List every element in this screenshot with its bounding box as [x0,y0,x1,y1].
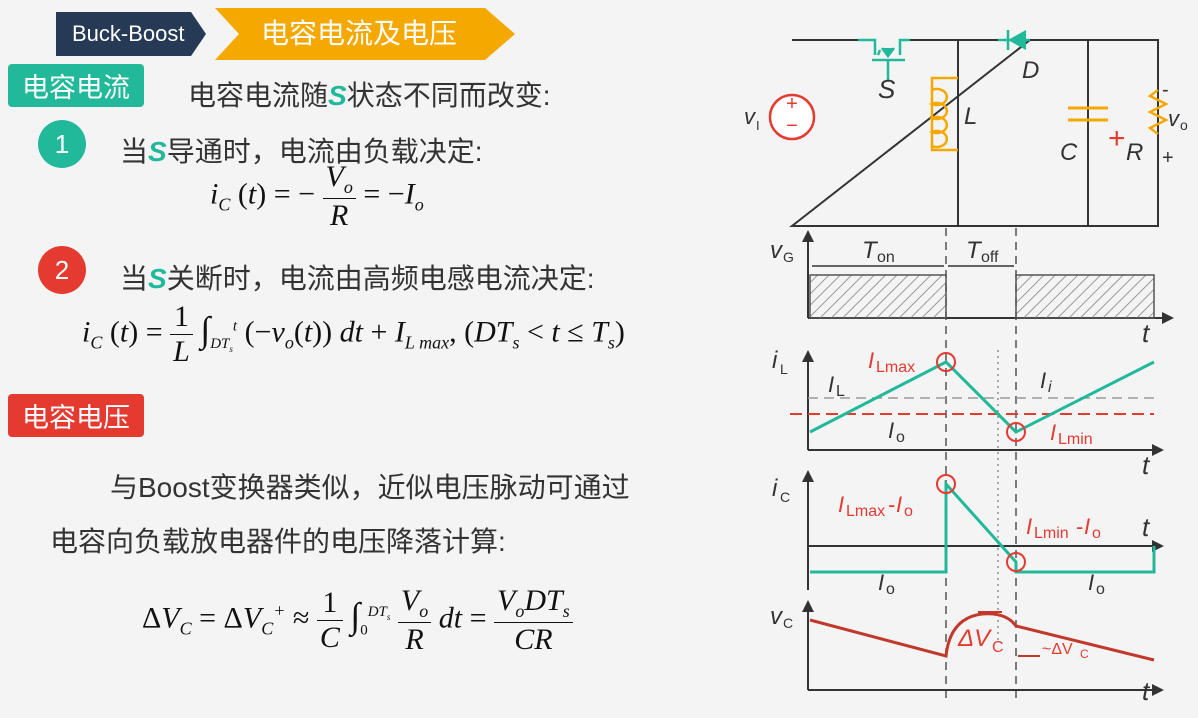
svg-text:C: C [992,639,1004,656]
vo-sub: o [1180,117,1188,133]
svg-text:I: I [1040,368,1046,393]
ic-plot: i C I Lmax - I o I Lmin - I o I o I o t [772,470,1164,598]
svg-text:i: i [772,475,778,502]
svg-text:on: on [877,249,895,266]
voltage-line-2: 电容向负载放电器件的电压降落计算: [50,526,506,557]
section-label-current: 电容电流 [8,64,144,107]
circuit-waveform-diagram: + − v I S L D + C R - + v o [744,30,1188,706]
switching-instants [945,228,1017,700]
case2-text: 当S关断时，电流由高频电感电流决定: [120,257,594,297]
vc-plot: v C ΔV C ~ΔV C t [770,600,1164,706]
svg-text:o: o [896,429,905,446]
svg-text:Lmin: Lmin [1058,431,1093,448]
svg-text:I: I [1026,514,1032,539]
intro-after: 状态不同而改变: [346,80,551,111]
svg-text:v: v [770,603,784,630]
svg-text:o: o [886,581,895,598]
svg-text:I: I [878,570,884,595]
svg-text:t: t [1142,676,1151,706]
intro-before: 电容电流随 [188,80,329,111]
resistor-label: R [1126,139,1143,166]
svg-text:o: o [904,503,913,520]
svg-text:C: C [780,489,790,505]
inductor-icon [928,76,958,152]
svg-text:t: t [1142,450,1151,480]
svg-text:I: I [1088,570,1094,595]
svg-text:C: C [783,615,793,631]
diode-label: D [1022,57,1039,84]
breadcrumb: Buck-Boost [56,12,206,56]
vo-minus: - [1162,79,1169,101]
svg-text:I: I [868,348,874,373]
svg-text:Lmin: Lmin [1034,525,1069,542]
svg-text:G: G [783,249,794,265]
svg-text:T: T [966,237,983,264]
svg-text:T: T [862,237,879,264]
il-plot: i L I Lmax I L I i I o I Lmin t [772,347,1164,480]
capacitor-plus: + [1108,122,1126,155]
svg-text:+: + [786,93,798,115]
svg-text:i: i [772,347,778,374]
switch-label: S [878,74,896,104]
svg-text:I: I [896,492,902,517]
diode-icon [998,30,1030,50]
page-title: 电容电流及电压 [215,8,515,60]
svg-text:I: I [838,492,844,517]
case1-body: 导通时，电流由负载决定: [166,136,483,167]
svg-text:-: - [1076,514,1083,539]
capacitor-label: C [1060,139,1078,166]
svg-text:I: I [888,418,894,443]
svg-text:I: I [756,118,760,133]
inductor-label: L [964,103,977,130]
case2-s: S [148,263,167,294]
source-icon: + − v I [744,93,816,141]
svg-text:off: off [981,249,999,266]
capacitor-icon [1068,106,1108,122]
case2-prefix: 当 [120,263,149,294]
svg-text:v: v [770,237,784,264]
svg-text:−: − [786,115,798,137]
case1-s: S [148,136,167,167]
case1-prefix: 当 [120,136,149,167]
svg-text:o: o [1096,581,1105,598]
svg-text:Lmax: Lmax [846,503,885,520]
svg-text:t: t [1142,318,1151,348]
svg-text:o: o [1092,525,1101,542]
case-number-1: 1 [38,120,86,168]
resistor-icon [1147,89,1169,135]
svg-text:I: I [828,372,834,397]
vg-plot: v G T on T off t [770,230,1174,348]
svg-text:~ΔV: ~ΔV [1042,641,1073,658]
svg-text:ΔV: ΔV [957,625,992,652]
case-number-2: 2 [38,246,86,294]
svg-text:C: C [1080,647,1089,661]
svg-text:I: I [1050,420,1056,445]
switch-s-icon [858,38,910,80]
voltage-line-1: 与Boost变换器类似，近似电压脉动可通过 [110,472,630,503]
current-intro: 电容电流随S状态不同而改变: [188,74,550,114]
svg-text:i: i [1048,379,1052,396]
section-label-voltage: 电容电压 [8,394,144,437]
svg-text:Lmax: Lmax [876,359,915,376]
circuit [789,39,1159,227]
svg-text:I: I [1084,514,1090,539]
case1-text: 当S导通时，电流由负载决定: [120,130,482,170]
svg-text:v: v [744,104,757,129]
vo-label: v [1168,106,1181,131]
svg-text:t: t [1142,512,1151,542]
vo-plus: + [1162,147,1174,169]
svg-text:L: L [836,383,845,400]
svg-text:L: L [780,361,788,377]
svg-text:-: - [888,492,895,517]
case2-body: 关断时，电流由高频电感电流决定: [166,263,595,294]
intro-s: S [328,80,347,111]
